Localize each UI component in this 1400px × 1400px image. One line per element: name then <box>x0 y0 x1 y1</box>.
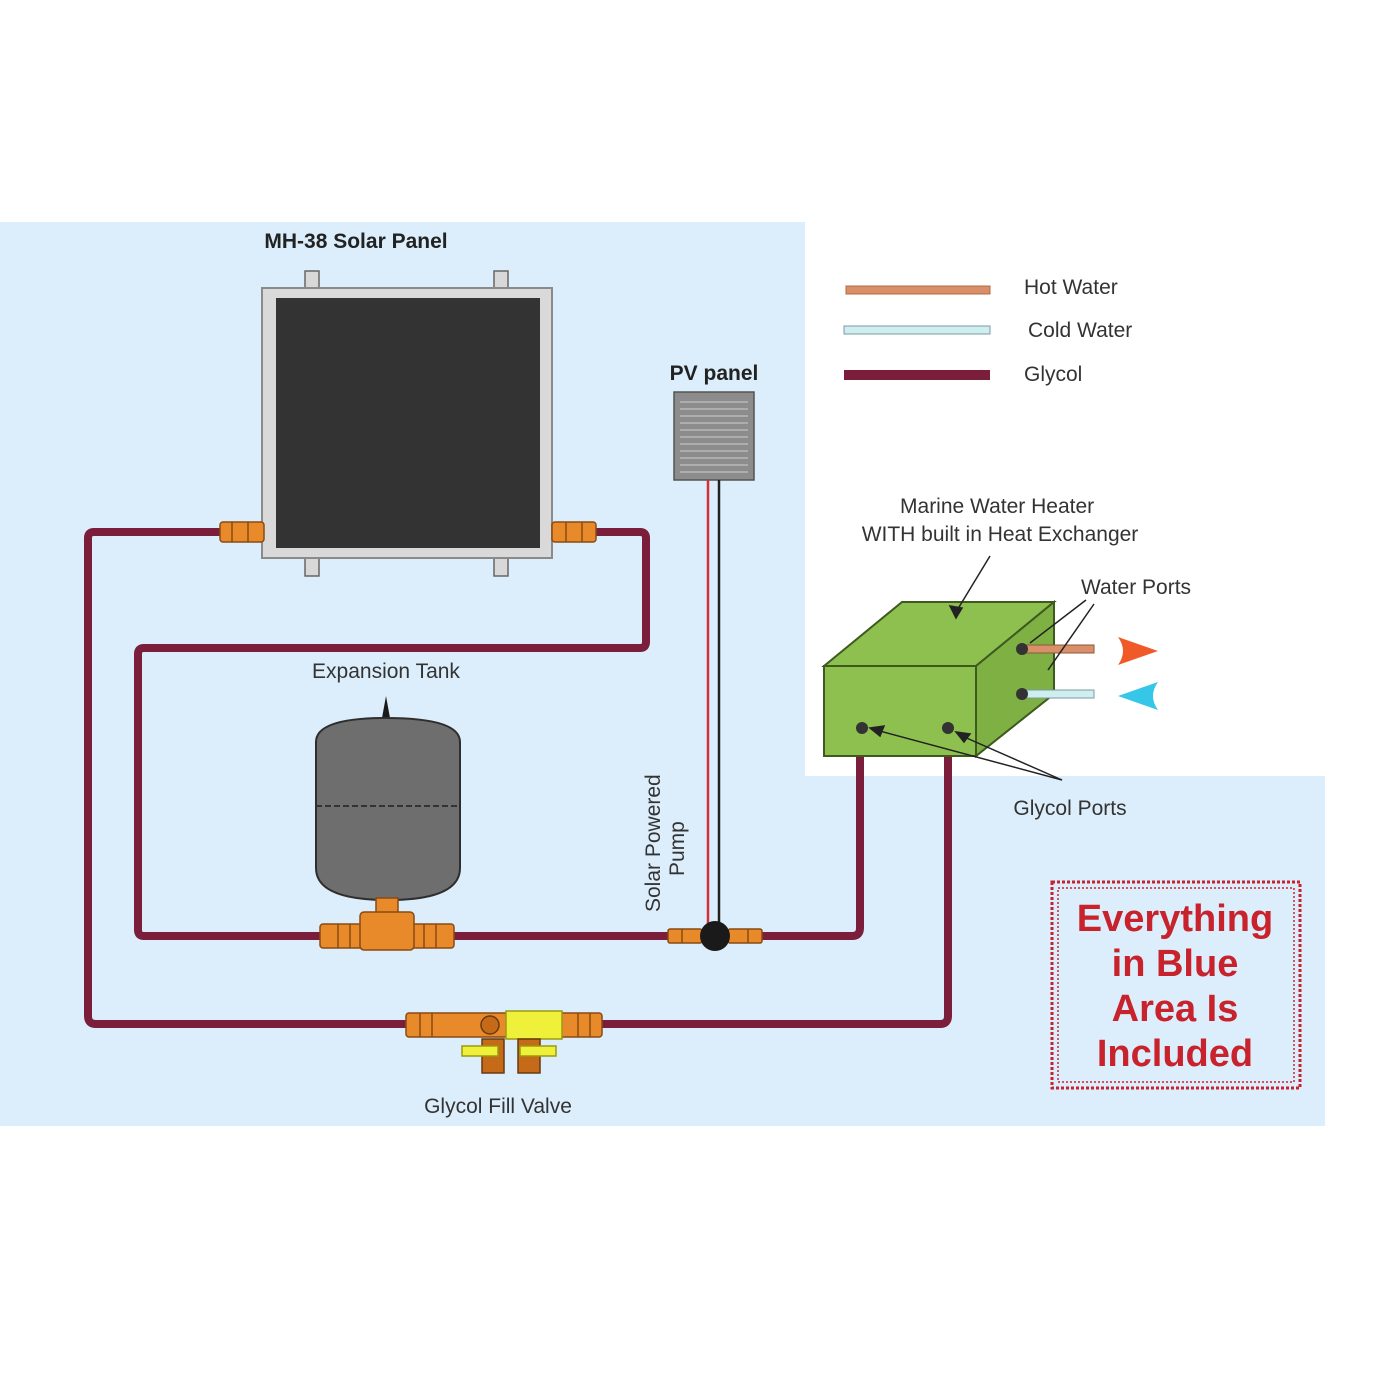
fill-valve-handle <box>461 1045 499 1057</box>
pump-label: Solar Powered Pump <box>642 768 689 912</box>
glycol-fill-valve: Glycol Fill Valve <box>405 1010 603 1118</box>
pv-panel-cells <box>680 401 748 473</box>
marine-water-heater: Marine Water Heater WITH built in Heat E… <box>821 495 1191 820</box>
solar-panel-left-fitting <box>219 521 265 543</box>
cold-water-pipe <box>1023 689 1095 699</box>
glycol-port <box>942 722 954 734</box>
expansion-tank-valve-stem <box>382 696 390 718</box>
expansion-tank: Expansion Tank <box>312 660 461 951</box>
expansion-tank-body <box>315 716 461 902</box>
hot-water-pipe <box>1023 644 1095 654</box>
heater-box-front <box>823 665 977 757</box>
hot-water-arrow <box>1118 637 1158 665</box>
pump-body <box>700 921 730 951</box>
hot-water-port <box>1016 643 1028 655</box>
solar-powered-pump: Solar Powered Pump <box>642 768 763 951</box>
legend-item-cold-water: Cold Water <box>843 319 1132 342</box>
pv-panel: PV panel <box>670 362 759 928</box>
legend-label-cold-water: Cold Water <box>1028 319 1132 342</box>
glycol-pipe-inner-loop <box>134 528 864 940</box>
glycol-pipe-outer-loop <box>84 528 952 1028</box>
cold-water-arrow <box>1118 682 1158 710</box>
glycol-port <box>856 722 868 734</box>
water-ports-label: Water Ports <box>1081 576 1191 599</box>
glycol-pipes <box>84 528 952 1028</box>
pv-panel-label: PV panel <box>670 362 759 385</box>
expansion-tank-label: Expansion Tank <box>312 660 460 683</box>
solar-panel-right-fitting <box>551 521 597 543</box>
solar-panel-collector <box>276 298 540 548</box>
cold-water-port <box>1016 688 1028 700</box>
legend-item-hot-water: Hot Water <box>845 276 1118 299</box>
solar-panel: MH-38 Solar Panel <box>261 230 553 577</box>
glycol-fill-valve-label: Glycol Fill Valve <box>424 1095 572 1118</box>
legend-label-glycol: Glycol <box>1024 363 1082 386</box>
glycol-ports-label: Glycol Ports <box>1013 797 1126 820</box>
fill-valve-handle <box>519 1045 557 1057</box>
legend: Hot Water Cold Water Glycol <box>843 276 1132 386</box>
legend-item-glycol: Glycol <box>844 363 1082 386</box>
included-callout: Everything in Blue Area Is Included <box>1050 880 1302 1090</box>
solar-panel-label: MH-38 Solar Panel <box>264 230 447 253</box>
legend-label-hot-water: Hot Water <box>1024 276 1118 299</box>
callout-line: Included <box>1097 1033 1253 1075</box>
solar-panel-mount-tab <box>304 270 320 290</box>
fill-valve-body <box>505 1010 563 1040</box>
solar-panel-mount-tab <box>493 270 509 290</box>
solar-panel-mount-tab <box>493 557 509 577</box>
callout-line: Area Is <box>1112 988 1239 1030</box>
pv-panel-body <box>673 391 755 481</box>
solar-panel-mount-tab <box>304 557 320 577</box>
callout-line: in Blue <box>1112 943 1239 985</box>
water-heater-label: Marine Water Heater WITH built in Heat E… <box>862 495 1139 546</box>
callout-line: Everything <box>1077 898 1273 940</box>
